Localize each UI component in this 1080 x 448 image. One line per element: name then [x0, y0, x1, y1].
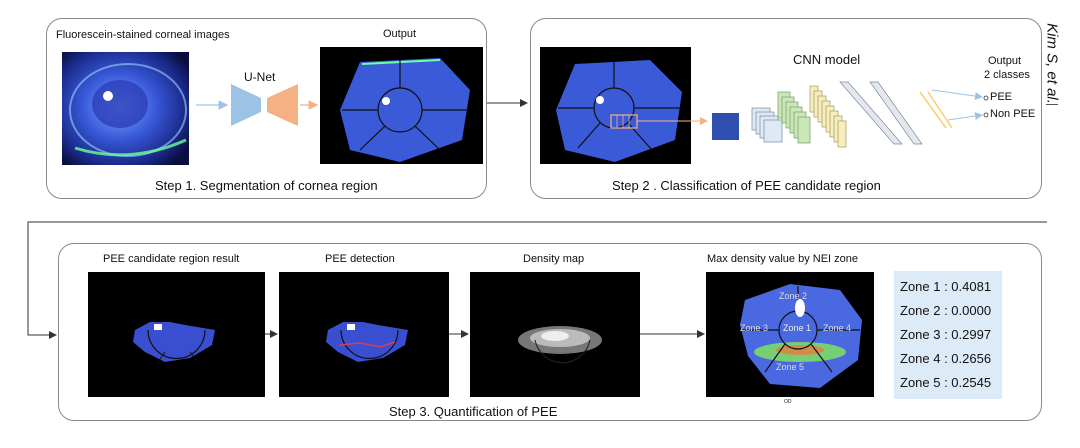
zone-value-5: Zone 5 : 0.2545 — [900, 375, 992, 390]
arrow-to-non-pee — [947, 112, 983, 121]
zone-value-3: Zone 3 : 0.2997 — [900, 327, 992, 342]
step3-title: Step 3. Quantification of PEE — [389, 404, 558, 419]
cnn-model-label: CNN model — [793, 52, 861, 67]
non-pee-node — [983, 112, 989, 118]
cnn-dense-line-2 — [927, 91, 953, 129]
cnn-fc-layer-2 — [869, 81, 923, 145]
step3-img4-label: Max density value by NEI zone — [707, 253, 859, 265]
author-tick — [1046, 104, 1058, 105]
nei-zone-map — [740, 284, 862, 388]
unet-decoder — [267, 84, 298, 126]
cnn-input-patch — [712, 113, 739, 140]
unet-label: U-Net — [244, 70, 276, 84]
density-cloud — [518, 326, 602, 364]
zone-tag-5: Zone 5 — [776, 362, 805, 372]
cnn-dense-line-1 — [919, 91, 947, 129]
step1-output-label: Output — [383, 28, 417, 40]
cnn-conv-block-1 — [751, 107, 783, 143]
step1-title: Step 1. Segmentation of cornea region — [155, 178, 378, 193]
step2-output-label: Output — [988, 55, 1022, 67]
step3-img3-label: Density map — [523, 253, 585, 265]
connector-step2-to-step3 — [27, 221, 1047, 339]
zone-value-4: Zone 4 : 0.2656 — [900, 351, 992, 366]
zone-tag-4: Zone 4 — [823, 323, 852, 333]
detection-region — [326, 322, 408, 362]
zone-values-box: Zone 1 : 0.4081 Zone 2 : 0.0000 Zone 3 :… — [894, 271, 1002, 399]
step2-title: Step 2 . Classification of PEE candidate… — [612, 178, 881, 193]
candidate-region — [133, 322, 215, 363]
zone-tag-2: Zone 2 — [779, 291, 808, 301]
cnn-conv-block-2 — [777, 91, 811, 144]
zone-value-1: Zone 1 : 0.4081 — [900, 279, 992, 294]
cnn-conv-block-3 — [809, 85, 847, 148]
step3-img2-label: PEE detection — [325, 253, 395, 265]
pee-node — [983, 95, 989, 101]
class-non-pee-label: Non PEE — [990, 108, 1036, 120]
unet-encoder — [231, 84, 261, 126]
zone-tag-1: Zone 1 — [783, 323, 812, 333]
od-label: OD — [784, 399, 792, 405]
step2-classes-label: 2 classes — [984, 69, 1030, 81]
zone-value-2: Zone 2 : 0.0000 — [900, 303, 992, 318]
step1-input-label: Fluorescein-stained corneal images — [56, 29, 230, 41]
class-pee-label: PEE — [990, 91, 1013, 103]
zone-tag-3: Zone 3 — [740, 323, 769, 333]
cnn-fc-layer-1 — [839, 81, 903, 145]
arrow-to-pee — [931, 89, 983, 100]
step3-img1-label: PEE candidate region result — [103, 253, 240, 265]
